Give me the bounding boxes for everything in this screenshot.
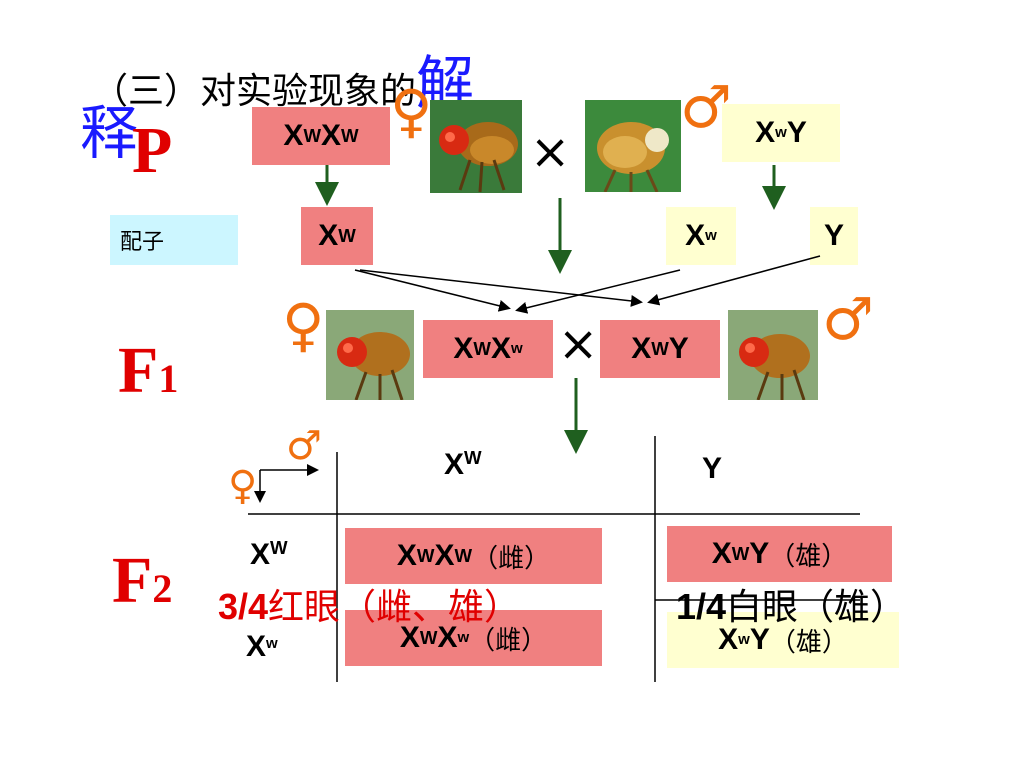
title-prefix: （三）对实验现象的 bbox=[92, 71, 417, 112]
f1-male-fly-image bbox=[728, 310, 818, 400]
gametes-label: 配子 bbox=[110, 215, 238, 265]
f1-male-symbol: ♂ bbox=[822, 285, 874, 353]
punnett-col-header-y: Y bbox=[702, 452, 723, 485]
f1-female-symbol: ♀ bbox=[282, 291, 325, 359]
punnett-col-header-xw: XW bbox=[444, 446, 482, 481]
gamete-combination-lines bbox=[354, 255, 821, 314]
white-eye-ratio: 1/4白眼（雄） bbox=[676, 586, 907, 628]
punnett-axis-arrows bbox=[254, 464, 319, 503]
p-cross-symbol: × bbox=[530, 124, 571, 180]
p-to-gamete-arrows bbox=[315, 165, 786, 274]
generation-f2-label: F2 bbox=[112, 544, 173, 617]
punnett-grid-lines bbox=[248, 436, 860, 682]
punnett-row-header-xw: XW bbox=[250, 536, 288, 571]
punnett-row-header-xlower: Xw bbox=[246, 630, 278, 663]
title-emphasis-continued: 释 bbox=[80, 99, 139, 167]
f1-cross-symbol: × bbox=[558, 316, 599, 372]
punnett-female-symbol: ♀ bbox=[228, 463, 258, 509]
p-male-fly-image bbox=[585, 100, 681, 192]
red-eye-ratio: 3/4红眼（雌、雄） bbox=[218, 586, 521, 628]
page-title: （三）对实验现象的解 bbox=[92, 36, 474, 120]
f1-female-fly-image bbox=[326, 310, 414, 400]
gamete-male-y: Y bbox=[810, 207, 858, 265]
p-female-symbol: ♀ bbox=[390, 77, 433, 145]
p-female-fly-image bbox=[430, 100, 522, 193]
punnett-male-symbol: ♂ bbox=[286, 423, 322, 469]
generation-f1-label: F1 bbox=[118, 334, 179, 407]
generation-p-label: P bbox=[132, 114, 173, 187]
